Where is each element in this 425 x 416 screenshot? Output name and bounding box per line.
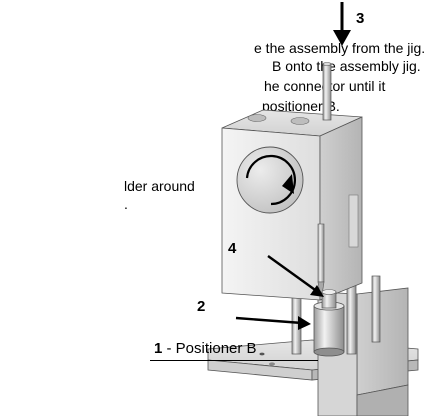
positioner-b-leader-line xyxy=(150,360,318,361)
rotation-knob xyxy=(236,146,304,214)
callout-2-number: 2 xyxy=(197,298,206,315)
callout-1-text: - Positioner B xyxy=(162,340,257,357)
instruction-line-6: . xyxy=(124,196,128,212)
callout-4-number: 4 xyxy=(228,240,237,257)
instruction-line-2: B onto the assembly jig. xyxy=(272,58,421,74)
instruction-line-5: lder around xyxy=(124,178,195,194)
callout-1-number: 1 xyxy=(154,340,163,357)
instruction-line-4: positioner B. xyxy=(262,98,340,114)
arrow-3 xyxy=(333,2,351,46)
arrow-4 xyxy=(267,255,324,297)
callout-3-number: 3 xyxy=(356,10,365,27)
positioner-b-label: 1 - Positioner B xyxy=(154,340,257,357)
positioner-cylinder xyxy=(313,289,345,357)
instruction-line-1: e the assembly from the jig. xyxy=(254,40,425,56)
arrow-2 xyxy=(235,316,311,330)
